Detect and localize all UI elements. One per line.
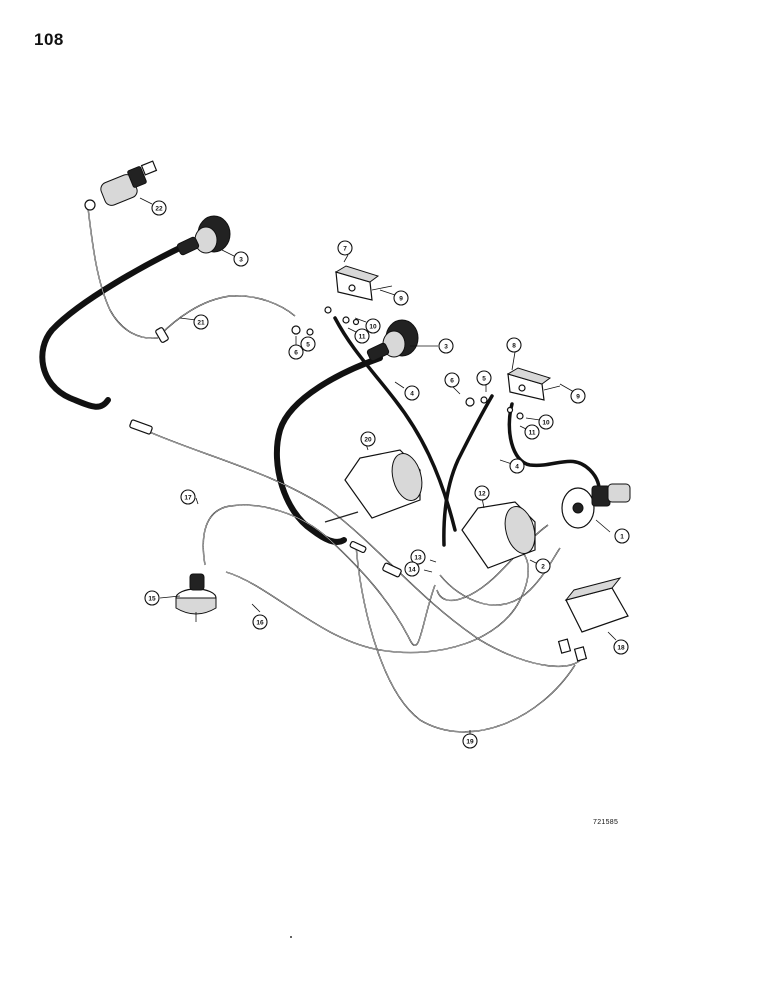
wire-17 <box>202 504 436 647</box>
callout-10-right: 10 <box>538 414 554 430</box>
part-22-switch <box>84 160 158 211</box>
callout-14: 14 <box>404 561 420 577</box>
wire-21 <box>159 295 296 336</box>
svg-text:11: 11 <box>529 430 536 437</box>
part-3-gauge-lower <box>366 319 419 362</box>
callout-5-right: 5 <box>476 370 492 386</box>
callout-7: 7 <box>337 240 353 256</box>
svg-text:6: 6 <box>294 350 298 357</box>
callout-3-lower: 3 <box>438 338 454 354</box>
callout-4-lower: 4 <box>509 458 525 474</box>
callout-8: 8 <box>506 337 522 353</box>
callout-2: 2 <box>535 558 551 574</box>
svg-text:4: 4 <box>515 464 519 471</box>
callout-11-right: 11 <box>524 424 540 440</box>
svg-text:10: 10 <box>369 324 377 331</box>
svg-text:6: 6 <box>450 378 454 385</box>
svg-text:3: 3 <box>444 344 448 351</box>
svg-text:5: 5 <box>482 376 486 383</box>
wire-connectors <box>129 327 402 578</box>
callout-20: 20 <box>360 431 376 447</box>
heavy-cable-3-lower <box>273 355 383 545</box>
svg-text:1: 1 <box>620 534 624 541</box>
callout-19: 19 <box>462 733 478 749</box>
callout-15: 15 <box>144 590 160 606</box>
callout-13: 13 <box>410 549 426 565</box>
svg-text:8: 8 <box>512 343 516 350</box>
wire-16 <box>225 549 529 654</box>
svg-text:18: 18 <box>617 645 625 652</box>
part-18-relay <box>557 577 629 662</box>
cable-6-12 <box>442 394 494 547</box>
page-number: 108 <box>34 30 64 49</box>
svg-text:17: 17 <box>184 495 192 502</box>
callout-16: 16 <box>252 614 268 630</box>
svg-text:15: 15 <box>148 596 156 603</box>
callout-6-right: 6 <box>444 372 460 388</box>
callout-21: 21 <box>193 314 209 330</box>
cable-4-left <box>333 316 457 532</box>
callout-10-left: 10 <box>365 318 381 334</box>
svg-text:10: 10 <box>542 420 550 427</box>
svg-text:16: 16 <box>256 620 264 627</box>
cable-4-right <box>507 402 601 492</box>
svg-text:13: 13 <box>414 555 422 562</box>
svg-text:5: 5 <box>306 342 310 349</box>
callout-6-left: 6 <box>288 344 304 360</box>
part-1-ignition-switch <box>561 483 631 529</box>
callout-18: 18 <box>613 639 629 655</box>
svg-text:22: 22 <box>155 206 163 213</box>
part-12-gauge <box>461 501 536 569</box>
stray-dot <box>290 936 292 938</box>
part-8-breaker <box>506 367 561 401</box>
svg-text:11: 11 <box>359 334 366 341</box>
svg-text:9: 9 <box>399 296 403 303</box>
figure-id: 721585 <box>593 819 619 826</box>
svg-text:21: 21 <box>197 320 205 327</box>
svg-text:9: 9 <box>576 394 580 401</box>
callout-3-upper: 3 <box>233 251 249 267</box>
callout-5-left: 5 <box>300 336 316 352</box>
part-3-gauge-upper <box>176 215 231 256</box>
svg-text:14: 14 <box>408 567 416 574</box>
callout-9-right: 9 <box>570 388 586 404</box>
svg-text:4: 4 <box>410 391 414 398</box>
svg-text:2: 2 <box>541 564 545 571</box>
part-20-gauge <box>324 449 423 523</box>
svg-text:20: 20 <box>364 437 372 444</box>
callout-11-left: 11 <box>354 328 370 344</box>
callout-12: 12 <box>474 485 490 501</box>
callout-4-upper: 4 <box>404 385 420 401</box>
hardware-nuts <box>291 306 524 420</box>
svg-text:3: 3 <box>239 257 243 264</box>
callout-9-left: 9 <box>393 290 409 306</box>
svg-text:7: 7 <box>343 246 347 253</box>
svg-text:19: 19 <box>466 739 474 746</box>
part-7-breaker <box>334 265 393 301</box>
callout-22: 22 <box>151 200 167 216</box>
callout-17: 17 <box>180 489 196 505</box>
part-15-sender <box>175 573 217 622</box>
callout-1: 1 <box>614 528 630 544</box>
heavy-cable-3-upper <box>39 242 189 410</box>
svg-text:12: 12 <box>478 491 486 498</box>
wire-22 <box>87 207 159 339</box>
